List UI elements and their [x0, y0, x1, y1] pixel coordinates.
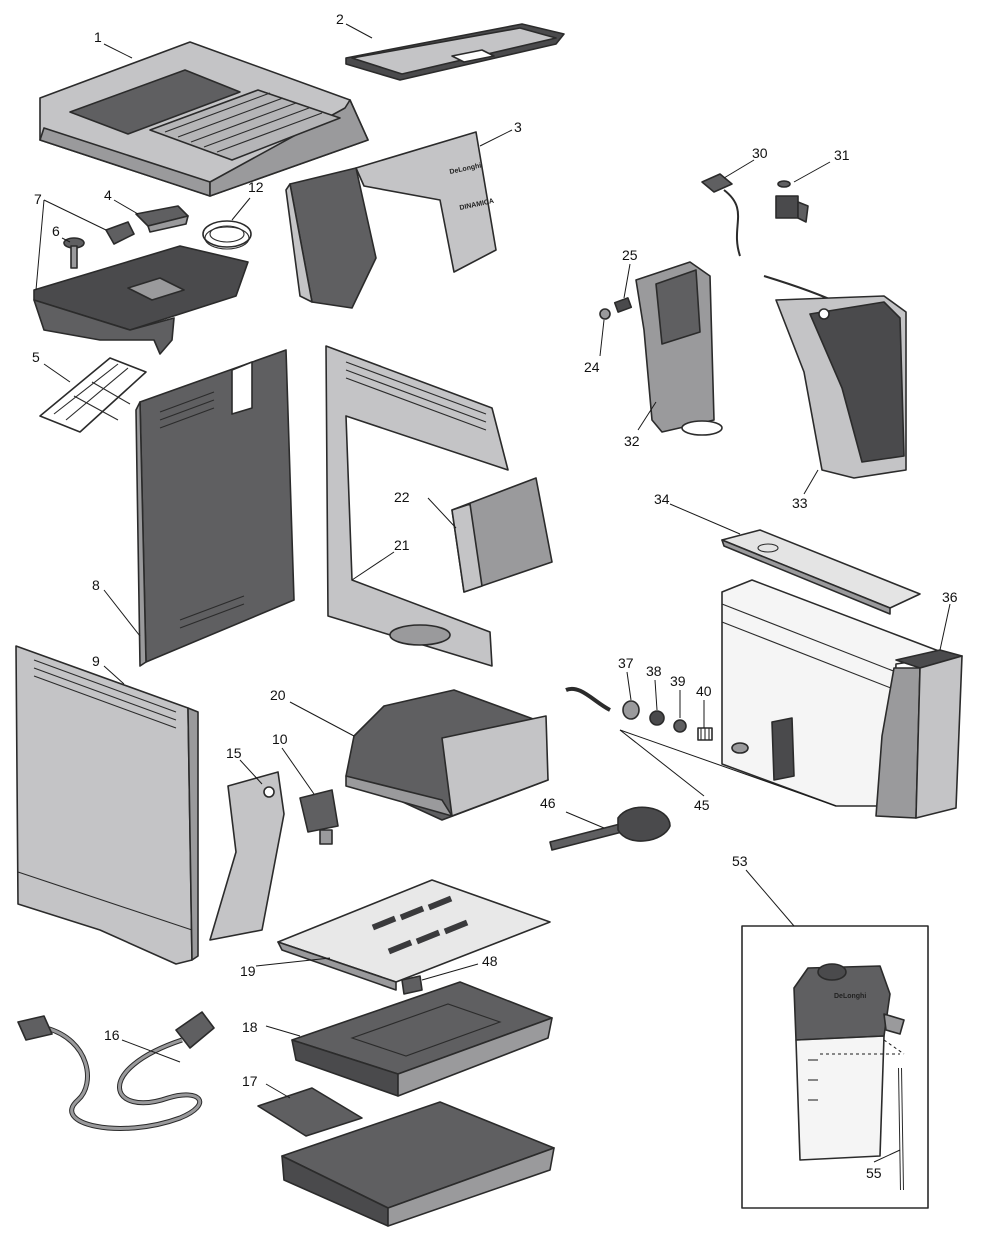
part-33-right-upper-panel [763, 275, 907, 479]
part-40-spring [697, 727, 713, 741]
part-9-left-outer-panel [15, 645, 199, 965]
label-37: 37 [618, 655, 634, 671]
part-22-drip-box [451, 477, 553, 593]
label-12: 12 [248, 179, 264, 195]
part-38-ring [649, 710, 665, 726]
label-34: 34 [654, 491, 670, 507]
part-8-left-inner-panel [135, 349, 295, 667]
label-1: 1 [94, 29, 102, 45]
label-17: 17 [242, 1073, 258, 1089]
label-4: 4 [104, 187, 112, 203]
label-16: 16 [104, 1027, 120, 1043]
panel-8-vents [159, 391, 245, 629]
part-46-measuring-scoop [549, 806, 671, 851]
label-21: 21 [394, 537, 410, 553]
label-39: 39 [670, 673, 686, 689]
label-2: 2 [336, 11, 344, 27]
label-15: 15 [226, 745, 242, 761]
part-24-button [599, 308, 611, 320]
part-36-tank-side-panel [875, 649, 963, 819]
milk-jug-brand-mark: DeLonghi [834, 993, 866, 1000]
frame-21-vents [345, 361, 487, 431]
label-36: 36 [942, 589, 958, 605]
part-7-bean-container [33, 221, 249, 355]
label-55: 55 [866, 1165, 882, 1181]
label-30: 30 [752, 145, 768, 161]
part-12-seal [202, 220, 252, 250]
cup-grill-slats [164, 92, 323, 153]
label-38: 38 [646, 663, 662, 679]
part-1-top-cover [39, 41, 369, 197]
part-16-power-cord [17, 1011, 215, 1131]
label-5: 5 [32, 349, 40, 365]
part-18-drip-tray [291, 981, 553, 1097]
part-20-grounds-container [345, 689, 549, 821]
label-32: 32 [624, 433, 640, 449]
part-2-lid [345, 23, 565, 81]
part-39-valve-cap [673, 719, 687, 733]
cup-tray-slots [371, 895, 469, 955]
part-55-tube [898, 1067, 904, 1191]
part-34-tank-lid [721, 529, 921, 615]
label-33: 33 [792, 495, 808, 511]
part-4-small-tray [135, 205, 189, 233]
label-40: 40 [696, 683, 712, 699]
part-25-spring [613, 297, 633, 313]
part-37-fitting [565, 686, 640, 720]
label-22: 22 [394, 489, 410, 505]
panel-9-vents [33, 659, 177, 729]
part-48-float [401, 975, 423, 995]
part-5-grid [39, 357, 147, 433]
part-3-front-upper-panel: DeLonghi DINAMICA [285, 131, 497, 309]
label-9: 9 [92, 653, 100, 669]
label-6: 6 [52, 223, 60, 239]
label-10: 10 [272, 731, 288, 747]
part-32-dispenser [635, 261, 723, 436]
label-20: 20 [270, 687, 286, 703]
part-10-switch [299, 789, 339, 845]
part-17-tray-base [257, 1087, 555, 1227]
label-18: 18 [242, 1019, 258, 1035]
label-45: 45 [694, 797, 710, 813]
part-31-valve [775, 180, 809, 223]
part-15-front-trim [209, 771, 285, 941]
part-30-connector [701, 173, 741, 257]
part-19-cup-tray [277, 879, 551, 991]
part-21-inner-frame [325, 345, 509, 667]
label-31: 31 [834, 147, 850, 163]
part-53-milk-jug-inset: DeLonghi [741, 925, 929, 1209]
part-6-knob [63, 237, 85, 269]
label-46: 46 [540, 795, 556, 811]
leader-lines [35, 23, 951, 1163]
part-number-labels: 1 2 3 4 12 7 6 5 8 9 22 21 20 10 15 19 4… [32, 11, 958, 1181]
label-19: 19 [240, 963, 256, 979]
label-24: 24 [584, 359, 600, 375]
label-7: 7 [34, 191, 42, 207]
label-53: 53 [732, 853, 748, 869]
label-48: 48 [482, 953, 498, 969]
label-8: 8 [92, 577, 100, 593]
label-25: 25 [622, 247, 638, 263]
label-3: 3 [514, 119, 522, 135]
